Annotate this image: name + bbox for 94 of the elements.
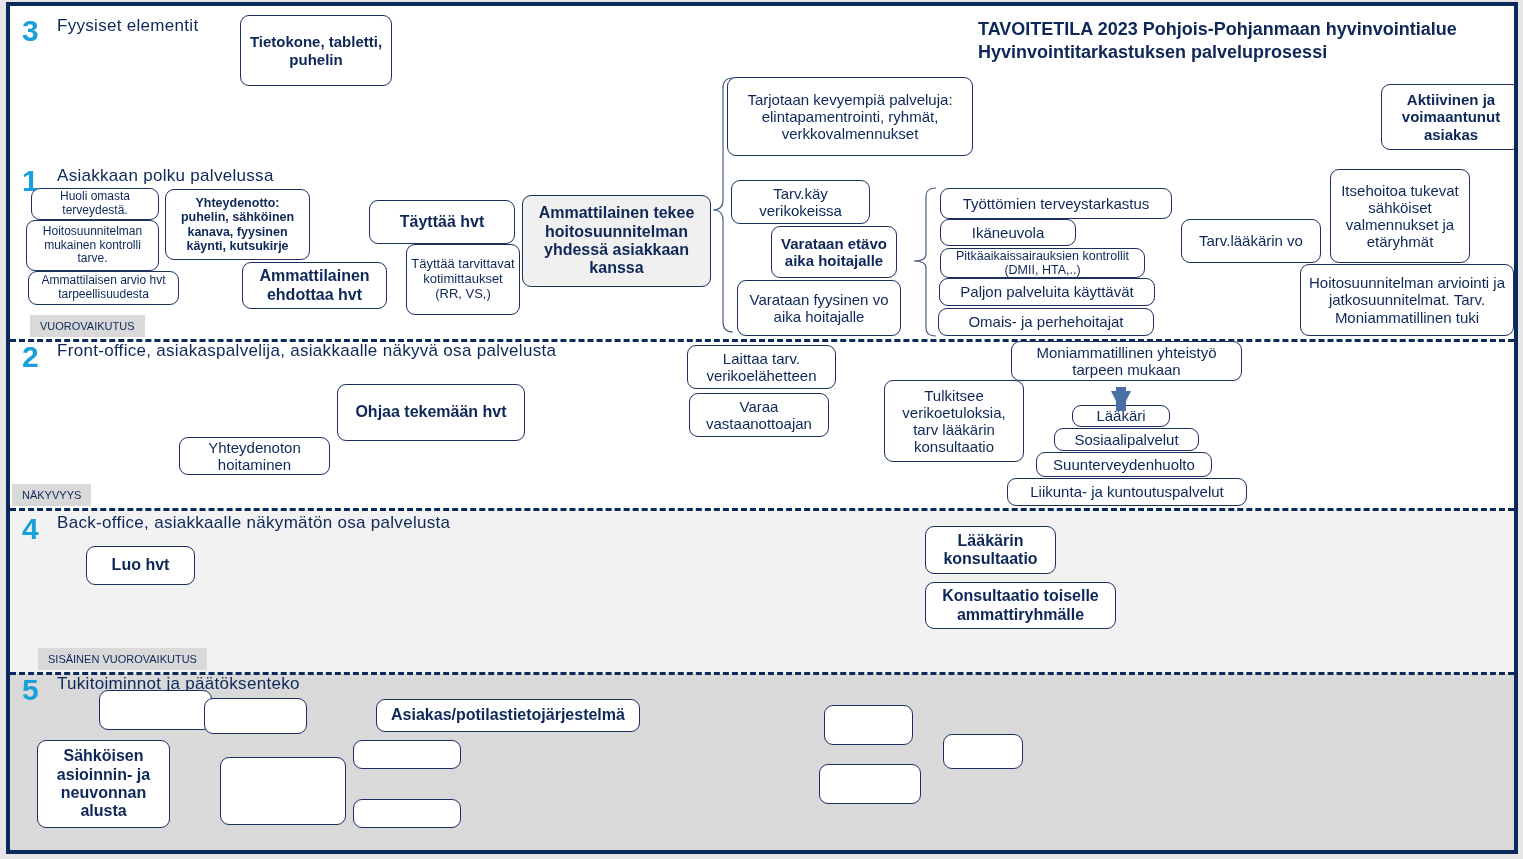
process-box [1330,169,1470,263]
process-box [242,262,387,309]
box-label: Tietokone, tabletti, puhelin [248,33,384,68]
process-box [1300,264,1514,336]
box-label: Täyttää tarvittavat kotimittaukset (RR, VS,) [411,257,515,302]
box-label: Omais- ja perhehoitajat [968,313,1124,331]
box-label: Varataan fyysinen vo aika hoitajalle [748,290,890,326]
box-shape [943,734,1023,769]
box-label: Ikäneuvola [971,223,1045,242]
box-label: Lääkärin konsultaatio [942,531,1039,569]
process-box [369,200,515,244]
box-label: Suunterveydenhuolto [1053,455,1195,474]
box-label: Asiakas/potilastietojärjestelmä [391,706,625,725]
box-label: Luo hvt [111,556,170,575]
box-label: Huoli omasta terveydestä. [59,190,131,218]
box-label: Aktiivinen ja voimaantunut asiakas [1400,91,1502,143]
process-box [376,699,640,732]
process-box [1036,452,1212,477]
lane-number: 4 [22,514,39,544]
box-label: Tarjotaan kevyempiä palveluja: elintapamentrointi, ryhmät, verkkovalmennukset [746,90,954,143]
diagram-title: TAVOITETILA 2023 Pohjois-Pohjanmaan hyvinvointialue Hyvinvointitarkastuksen palveluprosessi [978,18,1458,65]
process-box [689,393,829,437]
block-arrow [1111,387,1131,411]
box-shape [204,698,307,734]
process-box [86,546,195,585]
box-shape [353,799,461,828]
lane-tag: VUOROVAIKUTUS [30,315,145,337]
box-label: Konsultaatio toiselle ammattiryhmälle [941,587,1100,624]
box-label: Liikunta- ja kuntoutuspalvelut [1030,483,1224,501]
box-label: Varaa vastaanottoajan [705,397,813,433]
lane-number: 3 [22,16,39,46]
process-box [737,280,901,336]
box-shape [99,690,212,730]
box-shape [220,757,346,825]
lane-tag: SISÄINEN VUOROVAIKUTUS [38,648,207,670]
box-label: Moniammatillinen yhteistyö tarpeen mukaan [1035,343,1218,379]
process-box [687,345,836,389]
box-label: Sähköisen asioinnin- ja neuvonnan alusta [55,747,152,821]
process-box [165,189,310,260]
process-box [884,380,1024,462]
process-box [727,77,973,156]
process-box [1381,84,1514,150]
process-box [1072,405,1170,427]
box-label: Ammattilaisen arvio hvt tarpeellisuudesta [40,274,167,302]
lane-heading: Back-office, asiakkaalle näkymätön osa palvelusta [57,513,451,533]
process-box [1011,341,1242,381]
box-label: Tulkitsee verikoetuloksia, tarv lääkärin konsultaatio [901,386,1007,456]
box-label: Varataan etävo aika hoitajalle [780,234,888,270]
box-label: Itsehoitoa tukevat sähköiset valmennukset ja etäryhmät [1340,181,1460,251]
process-box [938,308,1154,336]
box-label: Lääkäri [1096,407,1146,425]
box-label: Sosiaalipalvelut [1074,430,1179,449]
process-box [28,271,179,305]
process-box [37,740,170,828]
process-box [1007,478,1247,506]
lane-heading: Front-office, asiakaspalvelija, asiakkaalle näkyvä osa palvelusta [57,341,557,361]
box-label: Tarv.käy verikokeissa [758,184,843,220]
box-label: Yhteydenoton hoitaminen [207,438,302,474]
process-box [731,180,870,224]
box-label: Yhteydenotto: puhelin, sähköinen kanava, fyysinen käynti, kutsukirje [179,195,296,254]
process-box [26,220,159,271]
box-label: Ammattilainen tekee hoitosuunnitelman yhdessä asiakkaan kanssa [537,204,696,278]
box-shape [353,740,461,769]
box-label: Paljon palveluita käyttävät [960,283,1134,301]
process-box [337,384,525,441]
box-shape [824,705,913,745]
process-box [522,195,711,287]
process-box [406,244,520,315]
process-box [240,15,392,86]
box-label: Ammattilainen ehdottaa hvt [258,267,371,304]
box-shape [819,764,921,804]
lane-heading: Fyysiset elementit [57,16,199,36]
lane-number: 2 [22,342,39,372]
process-box [771,226,897,278]
box-label: Ohjaa tekemään hvt [355,403,507,422]
lane-number: 5 [22,675,39,705]
box-label: Hoitosuunnitelman mukainen kontrolli tarve. [41,224,144,267]
process-box [1054,428,1199,451]
box-label: Laittaa tarv. verikoelähetteen [705,349,818,385]
process-box [925,582,1116,629]
process-box [940,188,1172,219]
box-label: Työttömien terveystarkastus [962,194,1150,213]
process-box [939,278,1155,306]
lane-heading: Asiakkaan polku palvelussa [57,166,274,186]
process-box [940,219,1076,246]
box-label: Pitkäaikaissairauksien kontrollit (DMII, HTA,..) [955,248,1130,278]
lane-tag: NÄKYVYYS [12,484,92,506]
lane-number: 1 [22,166,39,196]
box-label: Tarv.lääkärin vo [1199,232,1303,250]
process-box [1181,219,1321,263]
process-box [925,526,1056,574]
process-box [179,437,330,475]
box-label: Täyttää hvt [399,212,485,232]
box-label: Hoitosuunnitelman arviointi ja jatkosuunnitelmat. Tarv. Moniammatillinen tuki [1308,274,1506,326]
